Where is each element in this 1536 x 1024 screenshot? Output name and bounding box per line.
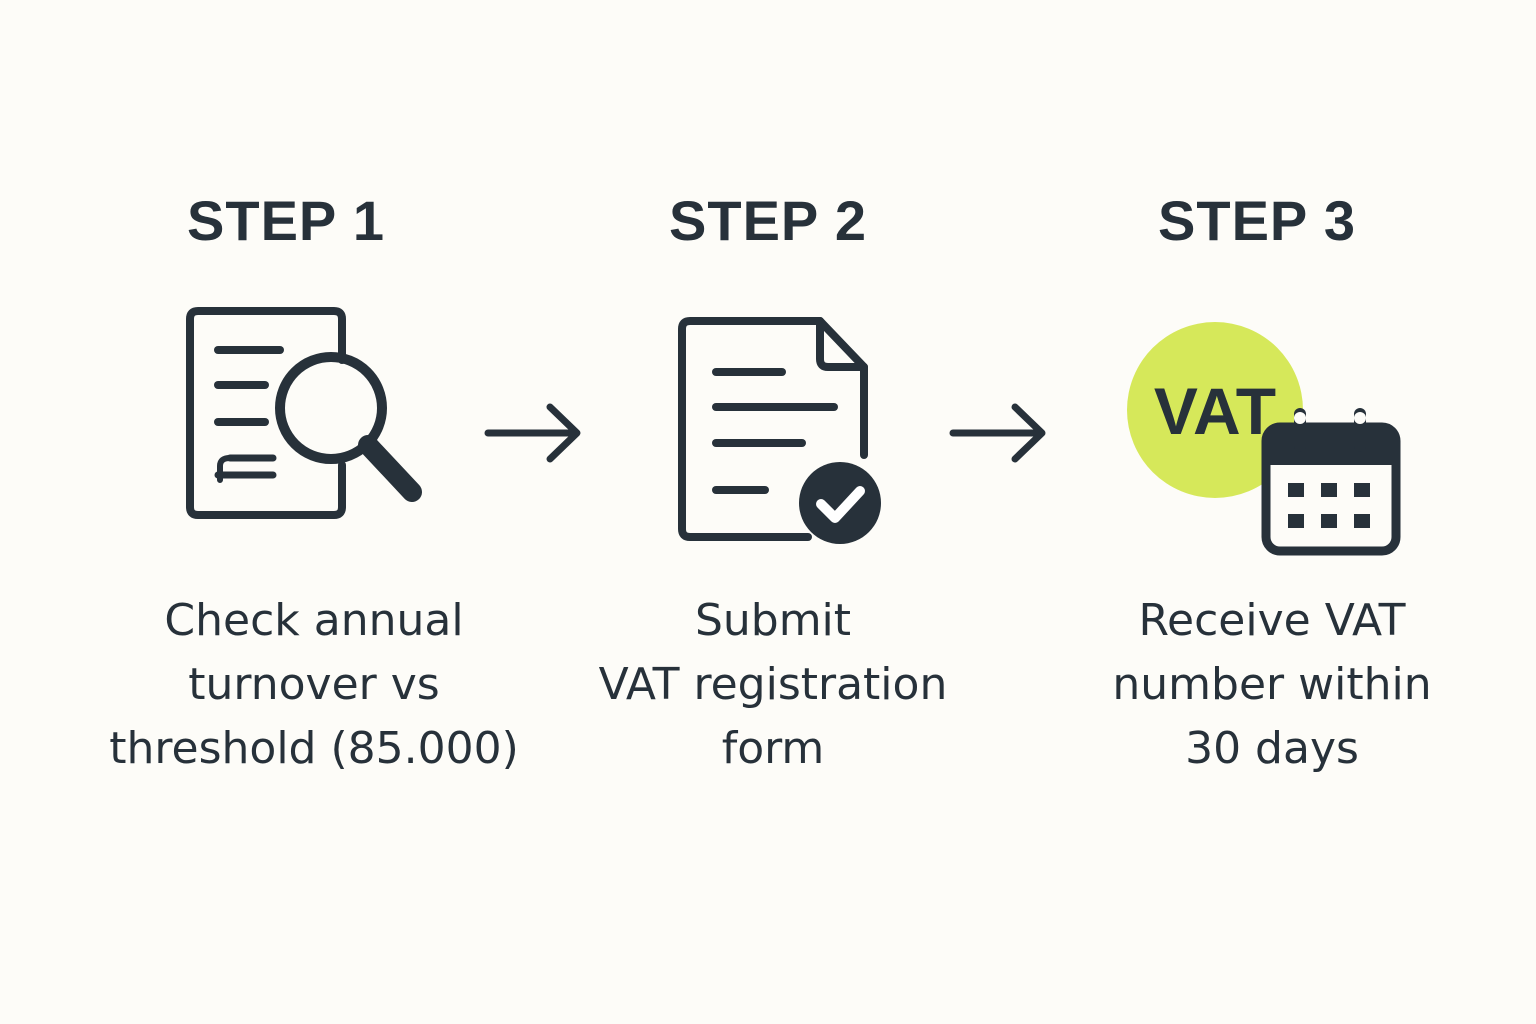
document-search-icon [186,307,422,519]
vat-calendar-icon: VAT [1127,322,1401,556]
step-1-description-line: threshold (85.000) [109,723,519,774]
step-3-description: Receive VAT number within 30 days [1062,589,1482,781]
step-3-description-line: number within [1112,659,1432,710]
step-1-description-line: Check annual [164,595,464,646]
step-2-description-line: Submit [694,595,852,646]
arrow-right-icon [949,403,1046,463]
step-3-description-line: 30 days [1185,723,1359,774]
step-3-title: STEP 3 [1158,189,1356,252]
step-1-description-line: turnover vs [188,659,440,710]
step-2-description: Submit VAT registration form [563,589,983,781]
step-3-description-line: Receive VAT [1138,595,1406,646]
step-2-title: STEP 2 [669,189,867,252]
step-2-description-line: form [721,723,825,774]
vat-badge-circle [1127,322,1303,498]
step-1-description: Check annual turnover vs threshold (85.0… [104,589,524,781]
step-2-description-line: VAT registration [598,659,948,710]
step-1-title: STEP 1 [187,189,385,252]
document-check-icon [678,317,881,544]
vat-badge-text: VAT [1154,374,1276,448]
arrow-right-icon [484,403,581,463]
calendar-icon [1261,408,1401,556]
